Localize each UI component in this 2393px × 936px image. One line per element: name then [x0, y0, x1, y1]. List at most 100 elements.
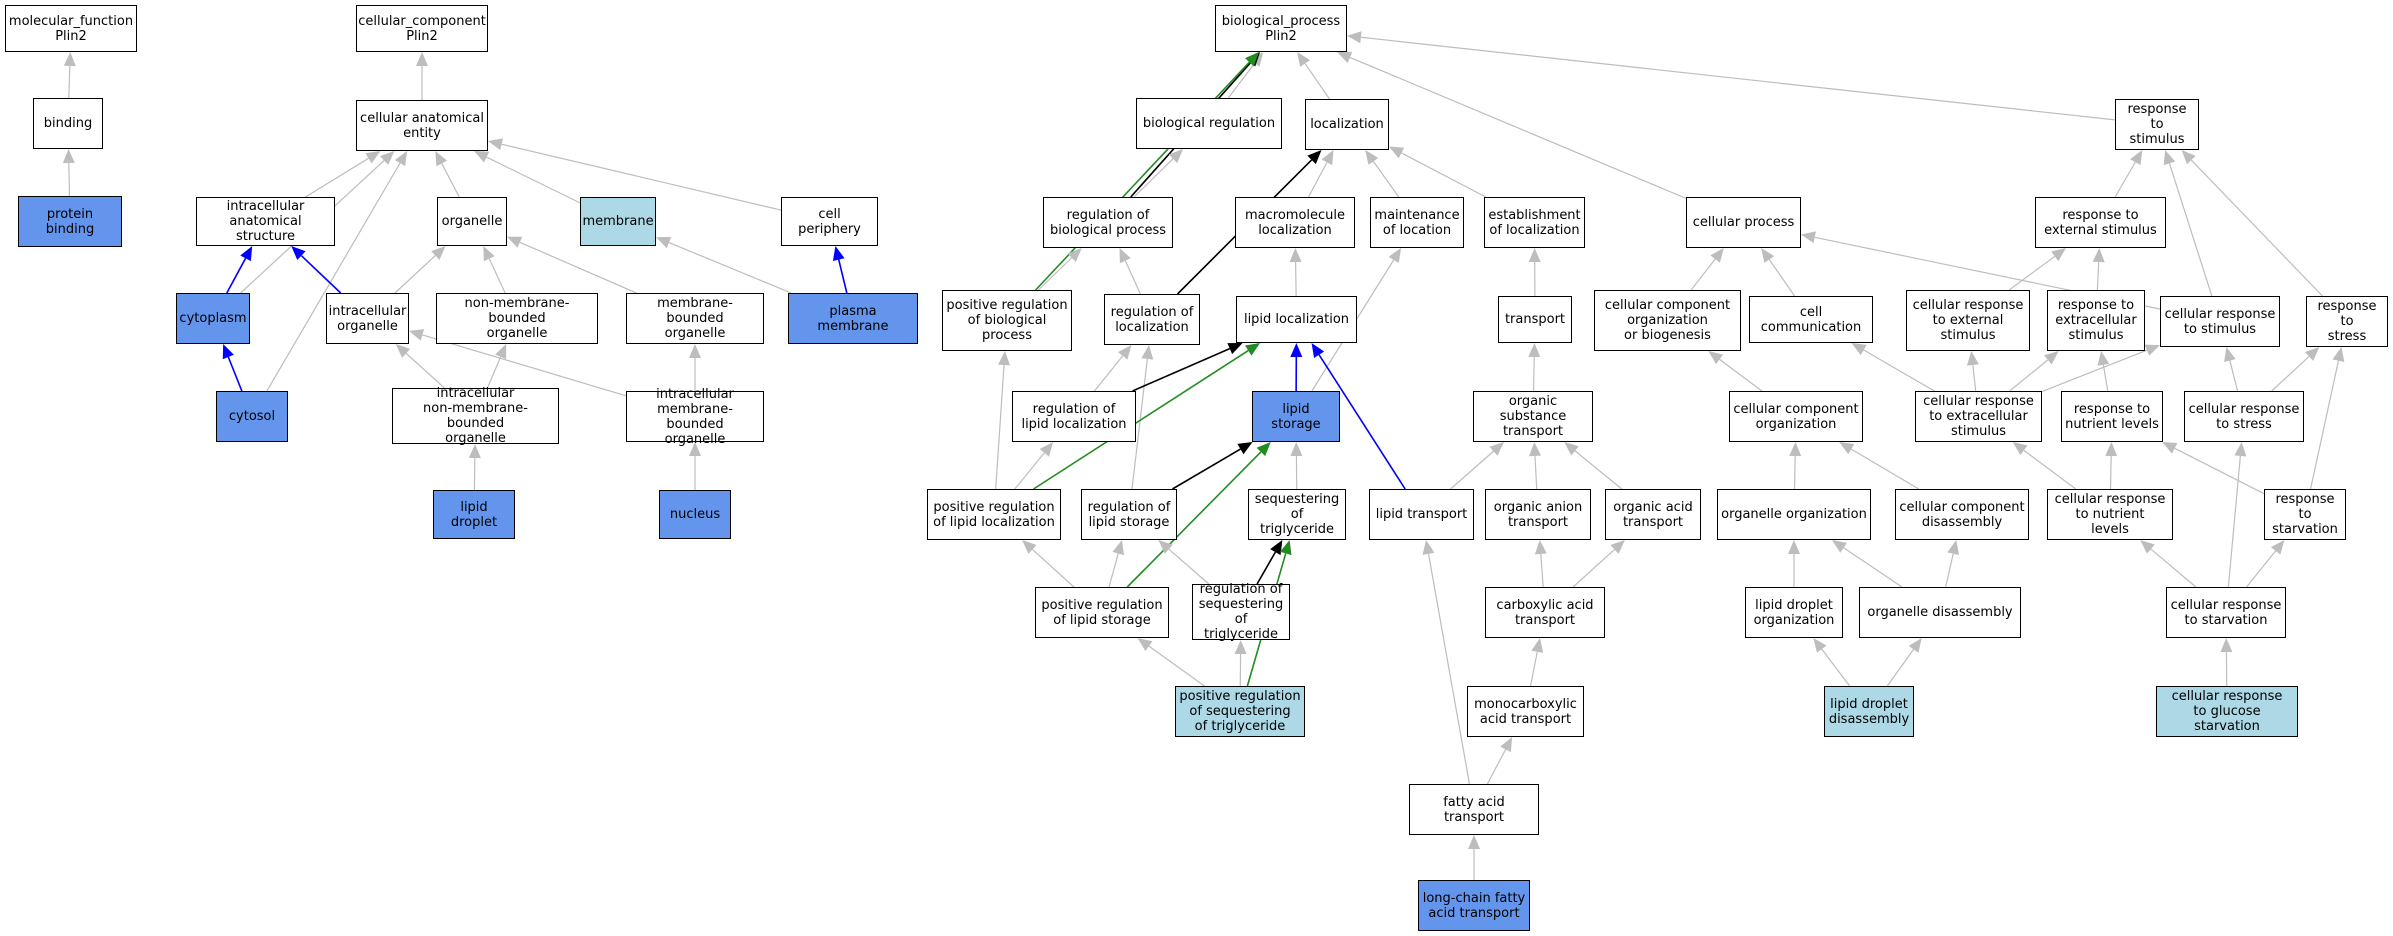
node-nucleus[interactable]: nucleus: [659, 490, 731, 539]
node-label: nucleus: [669, 507, 721, 522]
edge-binding-to-mf_root: [68, 65, 71, 99]
arrowhead-organelle_org-to-cco: [1789, 442, 1802, 457]
node-lipid-loc[interactable]: lipid localization: [1236, 296, 1357, 343]
node-organelle[interactable]: organelle: [437, 197, 507, 246]
arrowhead-org_dis-to-ccd: [1947, 540, 1960, 555]
node-lipid-transport[interactable]: lipid transport: [1369, 489, 1474, 540]
edge-io-to-ias: [300, 255, 342, 294]
edge-cr_extra-to-cr_stim: [2041, 349, 2148, 393]
arrowhead-pos_reg_lipid_storage-to-lipid_storage: [1256, 442, 1271, 457]
node-lipid-droplet[interactable]: lipid droplet: [433, 490, 515, 539]
edge-macro_loc-to-localization: [1308, 162, 1328, 198]
node-organelle-org[interactable]: organelle organization: [1717, 489, 1871, 540]
node-cytoplasm[interactable]: cytoplasm: [176, 293, 250, 344]
arrowhead-ld_org-to-organelle_org: [1788, 540, 1800, 554]
edge-plasma_membrane-to-cell_periphery: [837, 259, 848, 294]
node-cytosol[interactable]: cytosol: [216, 391, 288, 442]
edge-reg_bp-to-bio_reg: [1133, 158, 1174, 198]
edge-org_dis-to-organelle_org: [1843, 547, 1903, 588]
node-localization[interactable]: localization: [1305, 99, 1389, 150]
arrowhead-pos_reg_seq_trig-to-pos_reg_lipid_storage: [1137, 638, 1153, 652]
node-lipid-storage[interactable]: lipid storage: [1252, 391, 1340, 442]
node-membrane[interactable]: membrane: [580, 197, 656, 246]
node-binding[interactable]: binding: [33, 98, 103, 149]
node-transport[interactable]: transport: [1498, 296, 1572, 343]
node-protein-binding[interactable]: protein binding: [18, 196, 122, 247]
node-org-dis[interactable]: organelle disassembly: [1859, 587, 2021, 638]
node-cell-comm[interactable]: cell communication: [1749, 296, 1873, 343]
node-label: lipid storage: [1271, 401, 1321, 432]
arrowhead-cytosol-to-cytoplasm: [222, 344, 234, 360]
edge-cr_nutr-to-resp_nutr: [2109, 455, 2112, 490]
node-cell-periphery[interactable]: cell periphery: [781, 197, 878, 246]
arrowhead-nucleus-to-imbo: [689, 442, 701, 456]
node-fa-transport[interactable]: fatty acid transport: [1409, 784, 1539, 835]
edge-cr_extra-to-cr_ext: [1972, 364, 1977, 392]
node-bio-reg[interactable]: biological regulation: [1136, 98, 1282, 149]
edge-lipid_loc-to-macro_loc: [1295, 261, 1297, 297]
arrowhead-cr_starv-to-cr_nutr: [2140, 540, 2155, 554]
arrowhead-ost-to-transport: [1528, 343, 1541, 358]
node-cell-proc[interactable]: cellular process: [1686, 197, 1801, 248]
edge-fa_transport-to-lipid_transport: [1427, 553, 1471, 785]
edge-ccd-to-cco: [1850, 448, 1920, 490]
arrowhead-fa_transport-to-lipid_transport: [1422, 540, 1435, 555]
arrowhead-reg_loc-to-localization: [1307, 150, 1322, 165]
node-plasma-membrane[interactable]: plasma membrane: [788, 293, 918, 344]
node-label: organelle disassembly: [1867, 605, 2013, 620]
arrowhead-cr_extra-to-cr_ext: [1966, 351, 1979, 366]
